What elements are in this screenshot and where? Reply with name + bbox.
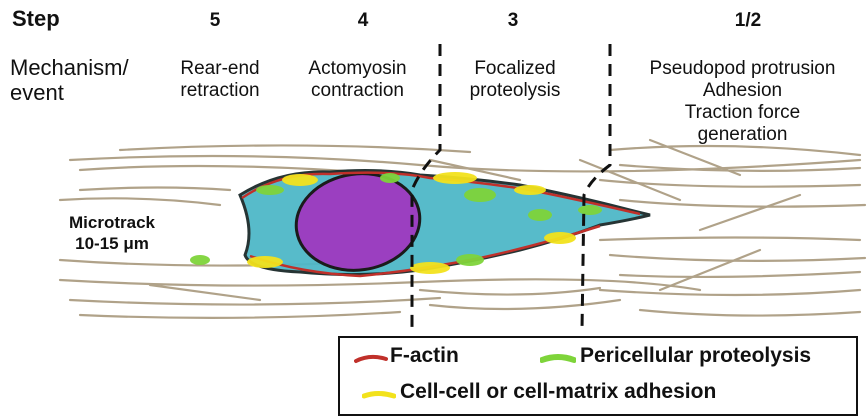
legend-f-actin: F-actin: [390, 344, 459, 368]
legend-proteolysis: Pericellular proteolysis: [580, 344, 811, 368]
adhesion-icon: [362, 388, 396, 402]
legend: F-actin Pericellular proteolysis Cell-ce…: [338, 336, 858, 416]
microtrack-label: Microtrack 10-15 μm: [52, 212, 172, 254]
proteolysis-icon: [540, 352, 576, 366]
microtrack-label-line1: Microtrack: [52, 212, 172, 233]
microtrack-label-line2: 10-15 μm: [52, 233, 172, 254]
legend-adhesion: Cell-cell or cell-matrix adhesion: [400, 380, 716, 404]
f-actin-icon: [354, 352, 388, 366]
